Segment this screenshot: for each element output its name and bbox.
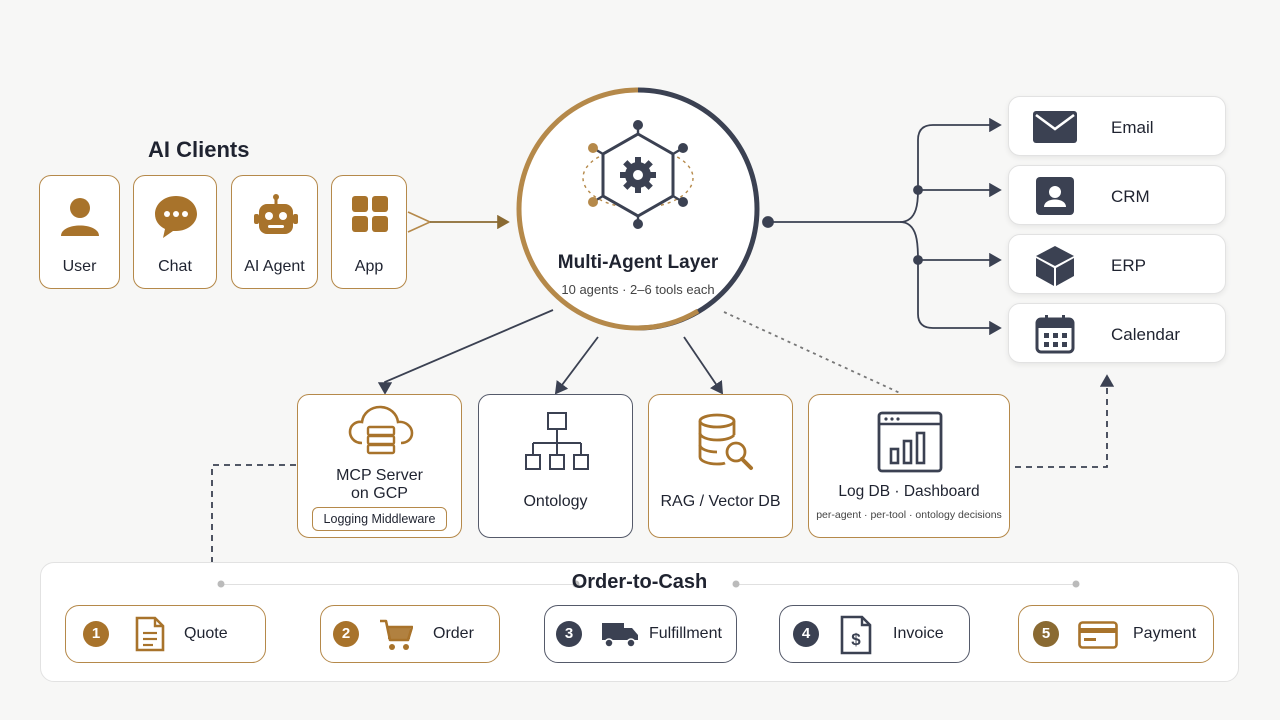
step-fulfillment-number: 3 [556, 621, 582, 647]
ontology-label: Ontology [523, 493, 588, 510]
app-grid-icon [352, 196, 388, 232]
clients-heading: AI Clients [148, 137, 250, 162]
client-ai-agent-label: AI Agent [244, 258, 305, 275]
step-quote-number: 1 [83, 621, 109, 647]
client-app-label: App [354, 258, 384, 275]
svg-text:$: $ [851, 630, 861, 649]
rag-label: RAG / Vector DB [660, 493, 781, 510]
service-email[interactable]: Email [1008, 96, 1226, 156]
agent-network-icon [582, 120, 694, 229]
service-email-label: Email [1111, 118, 1154, 137]
process-title-rule-left [221, 584, 576, 585]
cloud-server-icon [348, 405, 414, 455]
service-crm[interactable]: CRM [1008, 165, 1226, 225]
hierarchy-icon [525, 412, 589, 470]
credit-card-icon [1078, 621, 1118, 649]
service-calendar[interactable]: Calendar [1008, 303, 1226, 363]
hub-to-modules-connector [377, 309, 901, 395]
step-invoice-label: Invoice [893, 625, 944, 642]
service-erp-label: ERP [1111, 256, 1146, 275]
client-chat-label: Chat [158, 258, 192, 275]
step-order[interactable]: 2 Order [320, 605, 500, 663]
contact-card-icon [1036, 177, 1074, 215]
client-chat[interactable]: Chat [133, 175, 217, 289]
step-payment-label: Payment [1133, 625, 1197, 642]
log-db-dashboard-module[interactable]: Log DB · Dashboard per-agent · per-tool … [808, 394, 1010, 538]
logdb-to-services-dashed [1015, 374, 1115, 468]
database-search-icon [698, 413, 753, 470]
client-app[interactable]: App [331, 175, 407, 289]
logdb-sublabel: per-agent · per-tool · ontology decision… [816, 509, 1002, 521]
multi-agent-hub[interactable]: Multi-Agent Layer 10 agents · 2–6 tools … [513, 84, 763, 334]
chat-icon [155, 196, 197, 238]
user-icon [61, 198, 99, 236]
client-ai-agent[interactable]: AI Agent [231, 175, 318, 289]
step-quote-label: Quote [184, 625, 228, 642]
logdb-label: Log DB · Dashboard [838, 483, 980, 500]
step-invoice-number: 4 [793, 621, 819, 647]
dashboard-chart-icon [877, 411, 943, 473]
process-title-dots [217, 580, 1080, 588]
truck-icon [602, 623, 638, 648]
service-crm-label: CRM [1111, 187, 1150, 206]
invoice-icon: $ [840, 615, 872, 655]
ontology-module[interactable]: Ontology [478, 394, 633, 538]
hub-subtitle: 10 agents · 2–6 tools each [561, 282, 715, 297]
step-payment[interactable]: 5 Payment [1018, 605, 1214, 663]
process-title-rule-right [736, 584, 1076, 585]
mcp-title-line2: on GCP [351, 485, 408, 502]
hub-title: Multi-Agent Layer [557, 252, 719, 273]
logging-middleware-badge: Logging Middleware [312, 507, 447, 531]
client-user[interactable]: User [39, 175, 120, 289]
document-icon [135, 616, 165, 652]
service-calendar-label: Calendar [1111, 325, 1180, 344]
service-erp[interactable]: ERP [1008, 234, 1226, 294]
email-icon [1033, 111, 1077, 143]
mcp-server-module[interactable]: MCP Server on GCP Logging Middleware [297, 394, 462, 538]
hub-to-services-connector [762, 117, 1002, 336]
calendar-icon [1035, 315, 1075, 354]
step-fulfillment-label: Fulfillment [649, 625, 722, 642]
robot-icon [254, 194, 298, 234]
step-fulfillment[interactable]: 3 Fulfillment [544, 605, 737, 663]
step-invoice[interactable]: 4 $ Invoice [779, 605, 970, 663]
client-user-label: User [62, 258, 97, 275]
clients-to-hub-arrow [407, 211, 510, 233]
step-order-number: 2 [333, 621, 359, 647]
step-payment-number: 5 [1033, 621, 1059, 647]
cube-icon [1036, 246, 1074, 286]
process-title: Order-to-Cash [571, 571, 708, 593]
step-order-label: Order [433, 625, 474, 642]
step-quote[interactable]: 1 Quote [65, 605, 266, 663]
mcp-title-line1: MCP Server [336, 467, 423, 484]
cart-icon [380, 619, 413, 650]
rag-vector-db-module[interactable]: RAG / Vector DB [648, 394, 793, 538]
mcp-to-process-dashed [211, 464, 296, 562]
